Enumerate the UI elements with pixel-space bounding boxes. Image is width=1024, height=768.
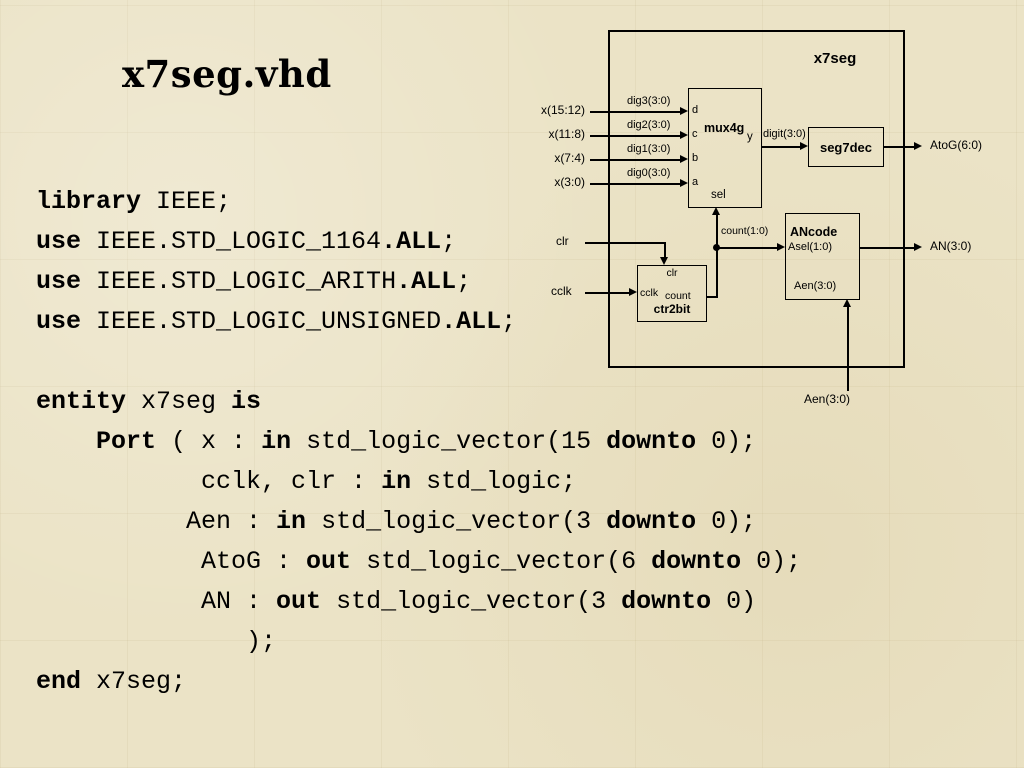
input-label-x11-8: x(11:8): [548, 127, 585, 141]
wire-count-branch: [716, 247, 778, 249]
wire-label-dig0: dig0(3:0): [627, 167, 671, 179]
wire-clr-h: [585, 242, 666, 244]
arrowhead-icon: [914, 142, 922, 150]
page-title: x7seg.vhd: [122, 52, 332, 96]
arrowhead-icon: [843, 299, 851, 307]
arrowhead-icon: [680, 179, 688, 187]
input-label-cclk: cclk: [551, 284, 572, 298]
arrowhead-icon: [680, 155, 688, 163]
wire-x11-8: [590, 135, 682, 137]
wire-count-out: [707, 296, 718, 298]
arrowhead-icon: [660, 257, 668, 265]
code-line: end x7seg;: [36, 667, 187, 696]
code-line: library IEEE;: [36, 187, 232, 216]
ctr-pin-clr: clr: [666, 267, 678, 279]
code-line: Aen : in std_logic_vector(3 downto 0);: [36, 507, 757, 536]
seg7dec-label: seg7dec: [819, 139, 873, 155]
seg7dec-block: seg7dec: [808, 127, 884, 167]
code-line: Port ( x : in std_logic_vector(15 downto…: [96, 427, 757, 456]
wire-x15-12: [590, 111, 682, 113]
ctr-pin-count: count: [665, 290, 691, 302]
ctr-pin-cclk: cclk: [640, 287, 659, 299]
code-line: use IEEE.STD_LOGIC_ARITH.ALL;: [36, 267, 472, 296]
arrowhead-icon: [914, 243, 922, 251]
ctr2bit-label: ctr2bit: [653, 302, 691, 316]
wire-label-digit: digit(3:0): [763, 128, 806, 140]
mux-pin-sel: sel: [711, 189, 726, 201]
output-label-atog: AtoG(6:0): [930, 138, 983, 152]
ctr2bit-block: [637, 265, 707, 322]
code-line: AN : out std_logic_vector(3 downto 0): [36, 587, 757, 616]
wire-label-dig3: dig3(3:0): [627, 95, 671, 107]
code-line: entity x7seg is: [36, 387, 262, 416]
wire-count-up: [716, 215, 718, 297]
wire-label-dig2: dig2(3:0): [627, 119, 671, 131]
wire-label-dig1: dig1(3:0): [627, 143, 671, 155]
input-label-x3-0: x(3:0): [554, 175, 585, 189]
mux-pin-y: y: [747, 131, 753, 143]
diagram-title: x7seg: [813, 50, 857, 67]
arrowhead-icon: [800, 142, 808, 150]
code-line: use IEEE.STD_LOGIC_1164.ALL;: [36, 227, 457, 256]
wire-an: [860, 247, 915, 249]
arrowhead-icon: [629, 288, 637, 296]
ancode-pin-asel: Asel(1:0): [788, 241, 833, 253]
arrowhead-icon: [712, 207, 720, 215]
wire-aen: [847, 307, 849, 391]
code-block: library IEEE; use IEEE.STD_LOGIC_1164.ALL…: [36, 182, 801, 702]
code-line: cclk, clr : in std_logic;: [36, 467, 577, 496]
ancode-block: [785, 213, 860, 300]
wire-atog: [884, 146, 915, 148]
wire-x3-0: [590, 183, 682, 185]
wire-x7-4: [590, 159, 682, 161]
input-label-aen: Aen(3:0): [804, 392, 851, 406]
input-label-clr: clr: [556, 234, 569, 248]
wire-cclk: [585, 292, 630, 294]
x7seg-entity-box: [608, 30, 905, 368]
code-line: );: [36, 627, 277, 656]
ancode-label: ANcode: [790, 225, 838, 239]
mux4g-block: [688, 88, 762, 208]
wire-clr-v: [664, 242, 666, 258]
mux-pin-d: d: [692, 104, 699, 116]
input-label-x7-4: x(7:4): [554, 151, 585, 165]
mux-pin-a: a: [692, 176, 699, 188]
mux-pin-c: c: [692, 128, 698, 140]
mux4g-label: mux4g: [704, 121, 745, 135]
mux-pin-b: b: [692, 152, 699, 164]
code-line: use IEEE.STD_LOGIC_UNSIGNED.ALL;: [36, 307, 517, 336]
arrowhead-icon: [777, 243, 785, 251]
wire-label-count: count(1:0): [721, 225, 769, 237]
wire-junction-dot: [713, 244, 720, 251]
input-label-x15-12: x(15:12): [540, 103, 585, 117]
code-line: AtoG : out std_logic_vector(6 downto 0);: [36, 547, 802, 576]
ancode-pin-aen: Aen(3:0): [794, 280, 837, 292]
output-label-an: AN(3:0): [930, 239, 972, 253]
arrowhead-icon: [680, 107, 688, 115]
wire-digit: [762, 146, 802, 148]
arrowhead-icon: [680, 131, 688, 139]
